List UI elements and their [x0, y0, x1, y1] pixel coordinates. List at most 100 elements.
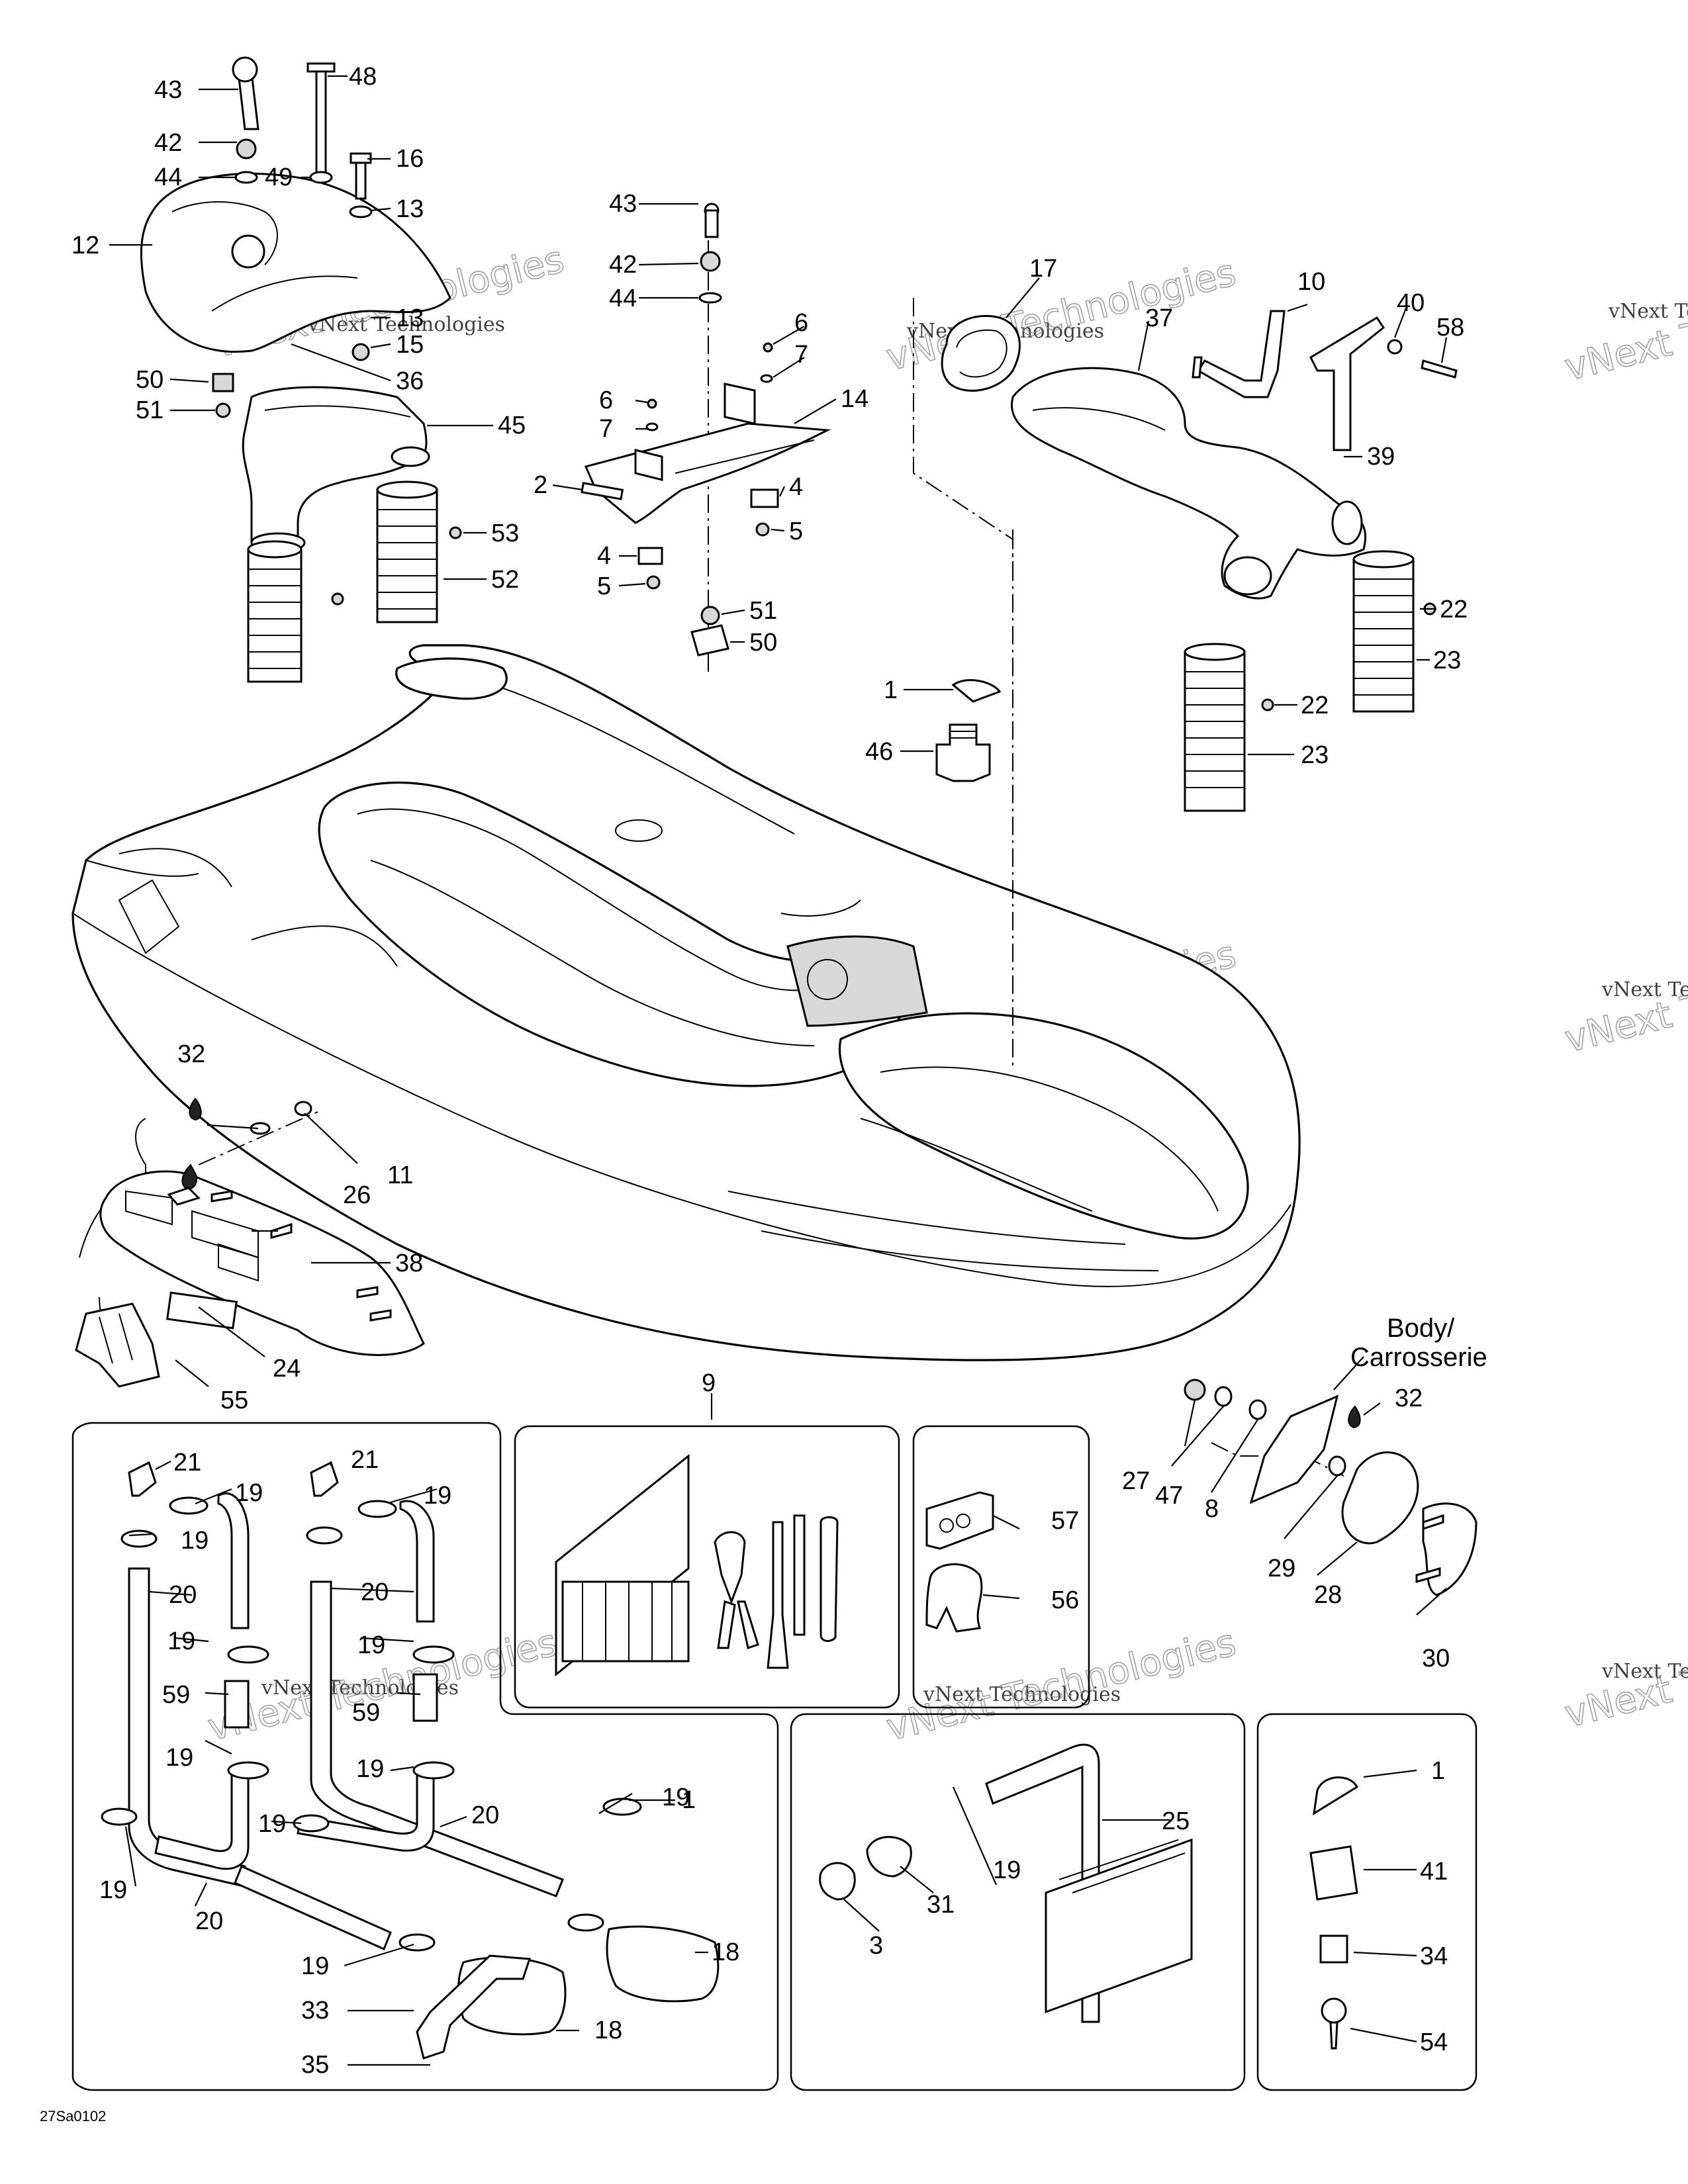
callout-14: 14 [841, 385, 868, 413]
callout-37: 37 [1145, 304, 1173, 332]
leader-lines [109, 75, 1448, 2066]
spark-plug-wrench [793, 1514, 806, 1636]
bracket-10 [1196, 310, 1286, 398]
callout-7: 7 [794, 341, 808, 369]
hull-drawing [71, 644, 1301, 1361]
hose-kit-box [71, 1422, 779, 2091]
callout-36: 36 [396, 367, 424, 395]
callout-1: 1 [884, 676, 898, 704]
callout-46: 46 [865, 738, 893, 766]
handlebar-pod [839, 1012, 1249, 1240]
callout-4: 4 [597, 542, 611, 570]
callout-13: 13 [396, 195, 424, 223]
battery [1045, 1838, 1193, 2014]
callout-22: 22 [1301, 692, 1329, 719]
bracket-39 [1309, 316, 1385, 451]
callout-57: 57 [1051, 1507, 1079, 1535]
panel-assembly-14 [581, 203, 1002, 782]
callout-19: 19 [662, 1784, 690, 1811]
callout-18: 18 [594, 2017, 622, 2044]
callout-9: 9 [702, 1369, 716, 1397]
callout-19: 19 [165, 1744, 193, 1772]
callout-23: 23 [1433, 647, 1461, 674]
duct-45 [242, 386, 428, 553]
callout-2: 2 [534, 471, 547, 499]
callout-26: 26 [343, 1181, 371, 1209]
vent-cover-38 [99, 1170, 425, 1356]
callout-3: 3 [869, 1932, 883, 1960]
callout-7: 7 [599, 415, 613, 443]
body-label-line2: Carrosserie [1350, 1343, 1487, 1372]
figure-code: 27Sa0102 [40, 2108, 106, 2124]
callout-20: 20 [471, 1801, 499, 1829]
drain-plug-46 [935, 723, 991, 782]
callout-59: 59 [162, 1681, 190, 1709]
watermark-text: vNext Technologies [882, 251, 1241, 380]
callout-47: 47 [1155, 1482, 1183, 1510]
callout-56: 56 [1051, 1586, 1079, 1614]
air-duct-assembly [941, 310, 1458, 812]
callout-19: 19 [301, 1952, 329, 1980]
cover-28 [1341, 1451, 1419, 1545]
callout-labels: 43 48 42 44 49 16 13 12 13 15 50 36 51 4… [40, 63, 1487, 2124]
body-fastener-group [1184, 1379, 1477, 1596]
callout-19: 19 [181, 1527, 209, 1555]
callout-6: 6 [794, 309, 808, 337]
callout-5: 5 [597, 572, 611, 600]
clip-56 [925, 1563, 983, 1633]
callout-44: 44 [154, 163, 182, 191]
callout-15: 15 [396, 331, 424, 359]
clip-box [912, 1425, 1090, 1709]
duct-37 [1011, 367, 1367, 600]
callout-19: 19 [993, 1856, 1021, 1884]
watermark-text: vNext Technologies [1601, 1660, 1688, 1683]
callout-17: 17 [1029, 255, 1057, 283]
callout-33: 33 [301, 1997, 329, 2025]
rear-vent-assembly [75, 1097, 425, 1388]
callout-51: 51 [136, 396, 164, 424]
callout-25: 25 [1162, 1807, 1190, 1835]
callout-38: 38 [395, 1250, 423, 1277]
vent-plug-3 [819, 1862, 856, 1901]
callout-19: 19 [258, 1810, 286, 1838]
watermark-text: vNext Technologies [307, 313, 505, 336]
callout-48: 48 [349, 63, 377, 91]
callout-32: 32 [1395, 1385, 1423, 1412]
callout-8: 8 [1205, 1495, 1219, 1523]
vent-grill-55 [75, 1302, 160, 1388]
callout-10: 10 [1297, 268, 1325, 296]
watermark-text: vNext Technologies [1601, 978, 1688, 1001]
callout-35: 35 [301, 2051, 329, 2079]
body-panel [1249, 1394, 1339, 1504]
tie-1 [1313, 1776, 1358, 1815]
valve-31 [866, 1836, 912, 1878]
callout-54: 54 [1420, 2028, 1448, 2056]
callout-19: 19 [99, 1876, 127, 1904]
callout-42: 42 [154, 129, 182, 157]
callout-32: 32 [177, 1040, 205, 1068]
callout-19: 19 [356, 1755, 384, 1783]
callout-34: 34 [1420, 1942, 1448, 1970]
callout-43: 43 [154, 76, 182, 104]
callout-20: 20 [195, 1907, 223, 1935]
callout-59: 59 [352, 1699, 380, 1727]
vent-valve-18b [606, 1925, 720, 2003]
clip-57 [925, 1491, 994, 1550]
callout-1: 1 [682, 1786, 696, 1814]
callout-20: 20 [169, 1581, 197, 1609]
callout-31: 31 [927, 1891, 955, 1919]
battery-vent-box [790, 1713, 1246, 2091]
fastener-box [1256, 1713, 1477, 2091]
callout-6: 6 [599, 387, 613, 414]
hose-20-mid [310, 1580, 564, 1897]
callout-4: 4 [789, 473, 803, 501]
callout-58: 58 [1436, 314, 1464, 341]
hose-20-curve-left [154, 1772, 250, 1870]
tool-kit-box [514, 1425, 900, 1709]
bellows-23-upper [1352, 558, 1415, 713]
callout-43: 43 [609, 190, 637, 218]
bracket-35 [416, 1954, 532, 2060]
callout-16: 16 [396, 145, 424, 173]
callout-22: 22 [1440, 596, 1468, 623]
